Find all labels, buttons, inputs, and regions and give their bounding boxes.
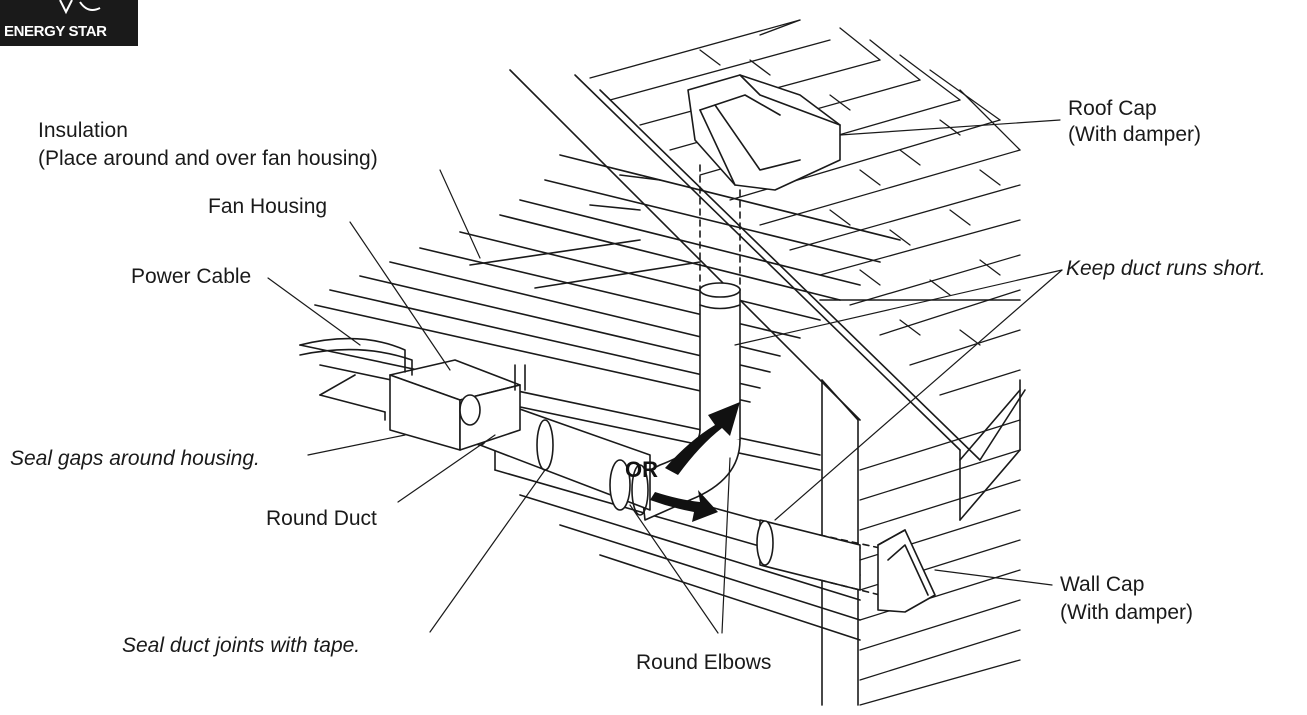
label-insulation-note: (Place around and over fan housing) [38,147,378,170]
label-round-elbows: Round Elbows [636,651,772,674]
vertical-duct [699,282,741,441]
label-power-cable: Power Cable [131,265,252,288]
leader-lines [267,119,1063,634]
label-or: OR [625,457,658,482]
label-insulation: Insulation [38,119,128,142]
label-seal-joints: Seal duct joints with tape. [122,634,361,657]
label-seal-housing: Seal gaps around housing. [10,447,260,470]
lower-joists [299,344,861,641]
label-wall-cap-note: (With damper) [1060,601,1194,624]
label-fan-housing: Fan Housing [208,195,328,218]
airflow-arrows [650,402,740,522]
attic-joists [314,154,901,403]
star-icon [59,0,101,15]
fan-housing-box [389,359,526,451]
wall-cap-shape [877,529,936,613]
label-roof-cap: Roof Cap [1068,97,1157,120]
roof-rafter [509,69,1026,521]
label-round-duct: Round Duct [266,507,377,530]
roof-penetration [699,164,741,291]
wall-duct [756,519,881,596]
power-cable [299,337,413,376]
label-keep-short: Keep duct runs short. [1066,257,1266,280]
label-roof-cap-note: (With damper) [1068,123,1202,146]
energy-star-logo: ENERGY STAR [0,0,138,46]
logo-text: ENERGY STAR [4,23,107,40]
label-wall-cap: Wall Cap [1060,573,1145,596]
roof-cap-shape [687,74,841,191]
